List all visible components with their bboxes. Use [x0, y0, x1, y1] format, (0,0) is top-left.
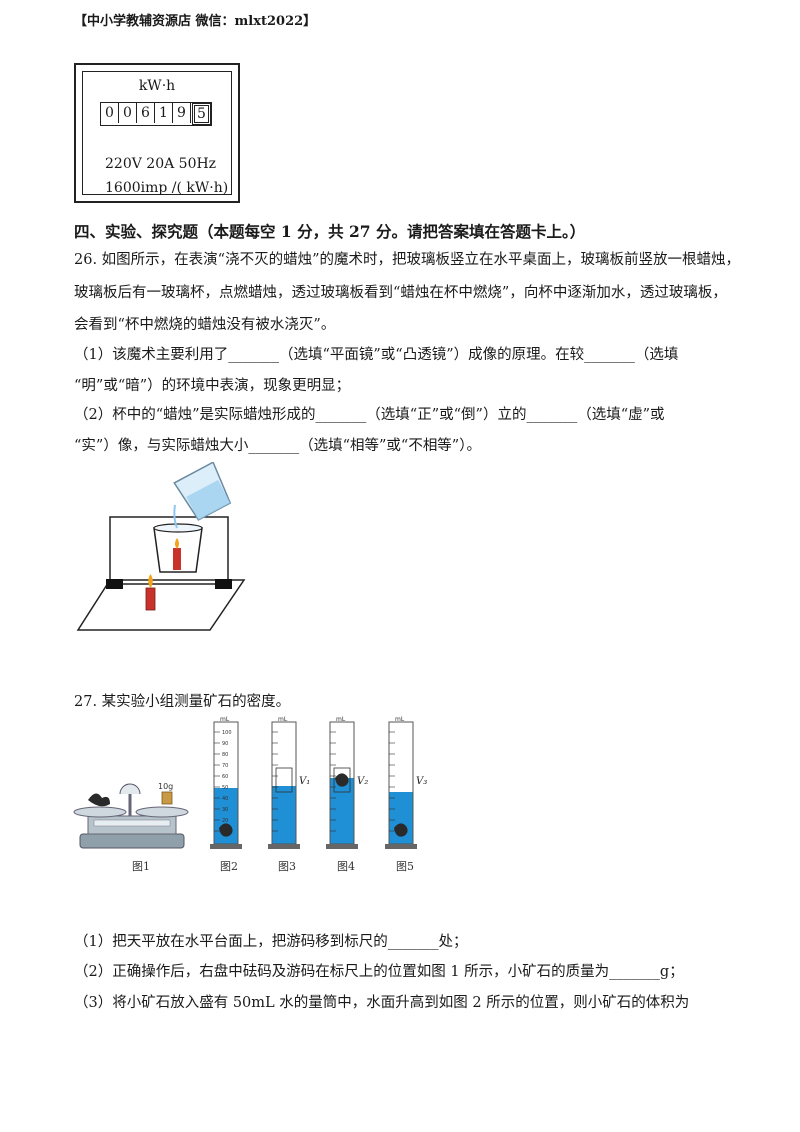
- density-experiment-figure: 10g mL100908070605040302010mLV₁mLV₂mLV₃: [73, 716, 427, 849]
- cylinder-water: [272, 786, 296, 844]
- section-title: 四、实验、探究题（本题每空 1 分，共 27 分。请把答案填在答题卡上。）: [74, 222, 586, 241]
- figure-caption: 图3: [278, 860, 296, 873]
- cylinder-base: [326, 844, 358, 849]
- meter-digit: 0: [101, 103, 119, 123]
- q27-intro: 27. 某实验小组测量矿石的密度。: [74, 694, 291, 710]
- q27-line: （2）正确操作后，右盘中砝码及游码在标尺上的位置如图 1 所示，小矿石的质量为_…: [74, 964, 684, 980]
- cylinder-tick-label: 30: [222, 807, 228, 813]
- graduated-cylinder: mL100908070605040302010: [210, 716, 242, 849]
- cylinder-unit: mL: [278, 716, 288, 723]
- real-candle: [145, 587, 156, 611]
- meter-unit: kW·h: [138, 78, 176, 94]
- cylinder-tick-label: 60: [222, 774, 228, 780]
- cylinder-tick-label: 80: [222, 752, 228, 758]
- header-banner: 【中小学教辅资源店 微信：mlxt2022】: [74, 14, 317, 29]
- volume-label: V₃: [416, 776, 427, 787]
- q27-line: （1）把天平放在水平台面上，把游码移到标尺的_______处；: [74, 934, 468, 950]
- overflow-tube: [275, 767, 293, 793]
- overflow-tube: [333, 767, 351, 793]
- q27-line: （3）将小矿石放入盛有 50mL 水的量筒中，水面升高到如图 2 所示的位置，则…: [74, 995, 690, 1011]
- weight-10g: [161, 791, 173, 805]
- candle-image-flame: [175, 538, 179, 549]
- figure-caption: 图4: [337, 860, 355, 873]
- q26-line: “明”或“暗”）的环境中表演，现象更明显；: [74, 378, 351, 394]
- q26-line: （1）该魔术主要利用了_______（选填“平面镜”或“凸透镜”）成像的原理。在…: [74, 347, 679, 363]
- figure-caption: 图1: [132, 860, 150, 873]
- figure-caption: 图5: [396, 860, 414, 873]
- water-stream: [173, 504, 178, 529]
- cylinder-unit: mL: [395, 716, 405, 723]
- meter-spec-line2: 1600imp /( kW·h): [105, 180, 229, 196]
- volume-label: V₁: [299, 776, 310, 787]
- real-candle-flame: [148, 574, 153, 588]
- q26-line: “实”）像，与实际蜡烛大小_______（选填“相等”或“不相等”）。: [74, 438, 481, 454]
- cylinder-base: [210, 844, 242, 849]
- cylinder-base: [268, 844, 300, 849]
- graduated-cylinder: mL V₂: [326, 716, 368, 849]
- volume-label: V₂: [357, 776, 368, 787]
- candle-image: [173, 548, 181, 570]
- graduated-cylinder: mL V₃: [385, 716, 427, 849]
- cylinder-tick-label: 90: [222, 741, 228, 747]
- meter-digit: 1: [155, 103, 173, 123]
- q26-line: 会看到“杯中燃烧的蜡烛没有被水浇灭”。: [74, 317, 336, 333]
- pouring-beaker: [173, 462, 232, 521]
- meter-digit-decimal: 5: [192, 103, 211, 125]
- electricity-meter: kW·h 0 0 6 1 9 5 220V 20A 50Hz 1600imp /…: [74, 63, 240, 203]
- meter-digit: 9: [173, 103, 191, 123]
- weight-label: 10g: [158, 782, 173, 791]
- meter-digit: 6: [137, 103, 155, 123]
- cylinder-tick-label: 40: [222, 796, 228, 802]
- cylinder-tick-label: 20: [222, 818, 228, 824]
- ore-stone: [394, 823, 408, 837]
- q26-line: 26. 如图所示，在表演“浇不灭的蜡烛”的魔术时，把玻璃板竖立在水平桌面上，玻璃…: [74, 252, 740, 268]
- cylinder-unit: mL: [220, 716, 230, 723]
- meter-spec-line1: 220V 20A 50Hz: [105, 156, 217, 172]
- cylinder-unit: mL: [336, 716, 346, 723]
- cylinder-tick-label: 70: [222, 763, 228, 769]
- cylinder-tick-label: 100: [222, 730, 232, 736]
- meter-panel: kW·h 0 0 6 1 9 5 220V 20A 50Hz 1600imp /…: [82, 71, 232, 196]
- cylinder-base: [385, 844, 417, 849]
- figure-caption: 图2: [220, 860, 238, 873]
- q26-line: 玻璃板后有一玻璃杯，点燃蜡烛，透过玻璃板看到“蜡烛在杯中燃烧”，向杯中逐渐加水，…: [74, 285, 727, 301]
- table-surface: [76, 579, 246, 631]
- balance-scale: 10g: [73, 782, 189, 849]
- plate-support-right: [215, 579, 232, 589]
- meter-digits: 0 0 6 1 9 5: [100, 102, 212, 126]
- meter-digit: 0: [119, 103, 137, 123]
- ore-on-pan: [88, 793, 110, 807]
- graduated-cylinder: mL V₁: [268, 716, 310, 849]
- ore-stone: [219, 823, 233, 837]
- glass-plate-frame: [109, 516, 229, 585]
- q26-line: （2）杯中的“蜡烛”是实际蜡烛形成的_______（选填“正”或“倒”）立的__…: [74, 407, 665, 423]
- ore-stone: [335, 773, 349, 787]
- cylinder-tick-label: 50: [222, 785, 228, 791]
- plate-support-left: [106, 579, 123, 589]
- candle-magic-illustration: [76, 462, 246, 631]
